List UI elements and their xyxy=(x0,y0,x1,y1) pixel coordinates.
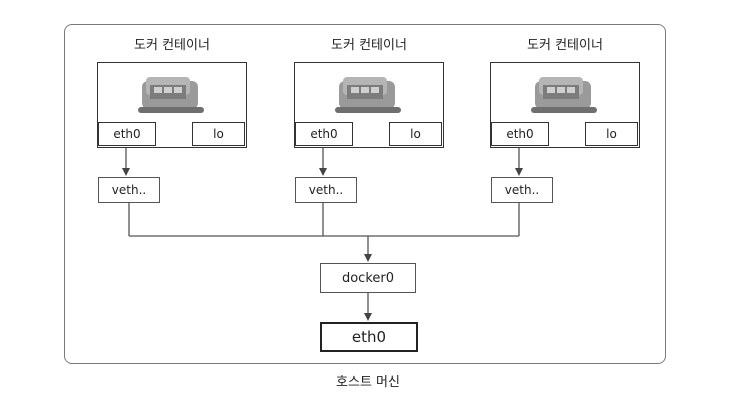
veth-interface: veth.. xyxy=(98,177,160,203)
docker-container: eth0 lo xyxy=(490,62,640,148)
host-machine-label: 호스트 머신 xyxy=(336,375,400,390)
docker-container: eth0 lo xyxy=(294,62,444,148)
eth0-interface: eth0 xyxy=(295,122,353,146)
container-title: 도커 컨테이너 xyxy=(331,38,407,53)
lo-interface: lo xyxy=(192,122,245,146)
docker0-bridge: docker0 xyxy=(320,263,416,293)
docker-whale-icon xyxy=(531,77,597,113)
veth-interface: veth.. xyxy=(295,177,357,203)
lo-interface: lo xyxy=(585,122,638,146)
docker-whale-icon xyxy=(335,77,401,113)
docker-whale-icon xyxy=(138,77,204,113)
docker-container: eth0 lo xyxy=(97,62,247,148)
veth-interface: veth.. xyxy=(491,177,553,203)
host-machine-box xyxy=(64,24,666,364)
container-title: 도커 컨테이너 xyxy=(527,38,603,53)
eth0-interface: eth0 xyxy=(98,122,156,146)
host-eth0-interface: eth0 xyxy=(320,322,418,352)
container-title: 도커 컨테이너 xyxy=(134,38,210,53)
lo-interface: lo xyxy=(389,122,442,146)
eth0-interface: eth0 xyxy=(491,122,549,146)
